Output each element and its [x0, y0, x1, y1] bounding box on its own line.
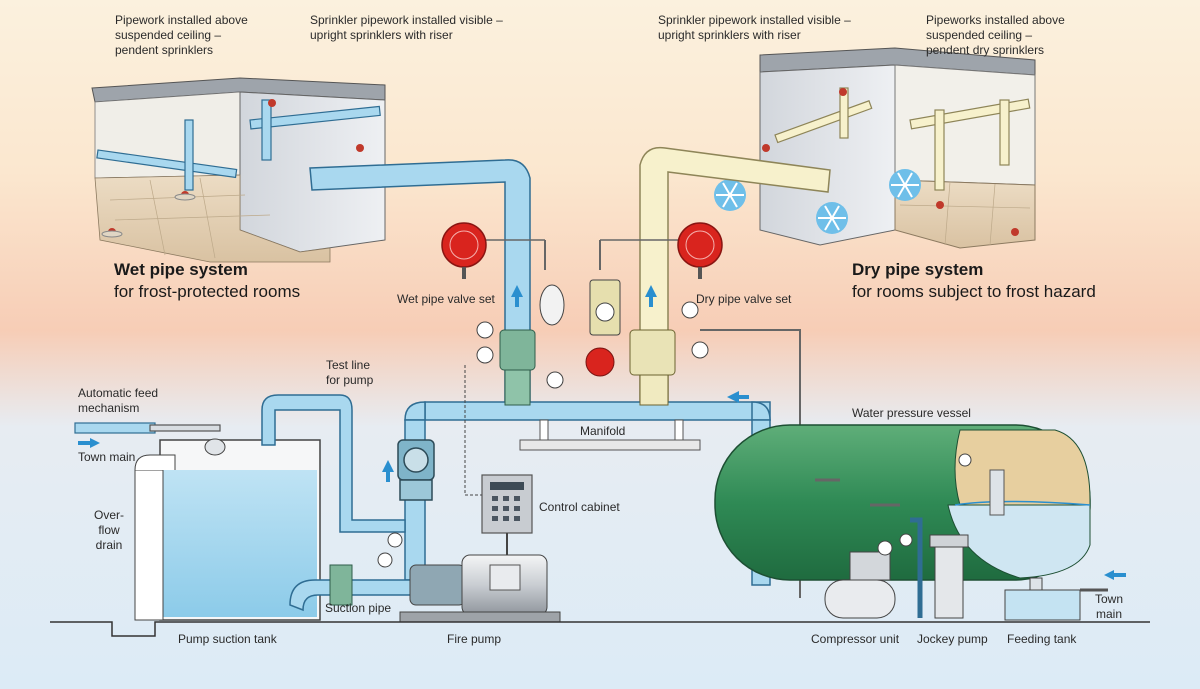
label-wet-valve-set: Wet pipe valve set — [397, 292, 495, 306]
control-cabinet — [464, 365, 533, 555]
label-water-pressure-vessel: Water pressure vessel — [852, 406, 971, 420]
fire-pump — [399, 554, 561, 623]
label-pump-suction-tank: Pump suction tank — [178, 632, 277, 646]
label-visible-pipework-left: Sprinkler pipework installed visible –up… — [310, 13, 503, 42]
wet-alarm-bell-icon — [441, 222, 487, 279]
label-dry-valve-set: Dry pipe valve set — [696, 292, 792, 306]
label-suction-pipe: Suction pipe — [325, 601, 392, 615]
label-control-cabinet: Control cabinet — [539, 500, 620, 514]
dry-alarm-bell-icon — [677, 222, 723, 279]
flow-arrows — [78, 285, 1126, 580]
dry-building-cutaway — [714, 47, 1036, 249]
water-pressure-vessel — [714, 424, 1091, 581]
label-jockey-pump: Jockey pump — [917, 632, 988, 646]
wet-valve-set — [476, 284, 565, 406]
label-manifold: Manifold — [580, 424, 626, 438]
label-fire-pump: Fire pump — [447, 632, 502, 646]
ground-line — [50, 621, 1150, 637]
snowflake-icons — [714, 169, 921, 234]
label-compressor-unit: Compressor unit — [811, 632, 900, 646]
compressor-unit — [824, 540, 896, 619]
jockey-pump — [899, 517, 969, 619]
label-visible-pipework-right: Sprinkler pipework installed visible –up… — [658, 13, 851, 42]
label-town-main-left: Town main — [78, 450, 136, 464]
feeding-tank — [1004, 577, 1108, 621]
dry-valve-set — [585, 279, 709, 406]
label-feeding-tank: Feeding tank — [1007, 632, 1077, 646]
